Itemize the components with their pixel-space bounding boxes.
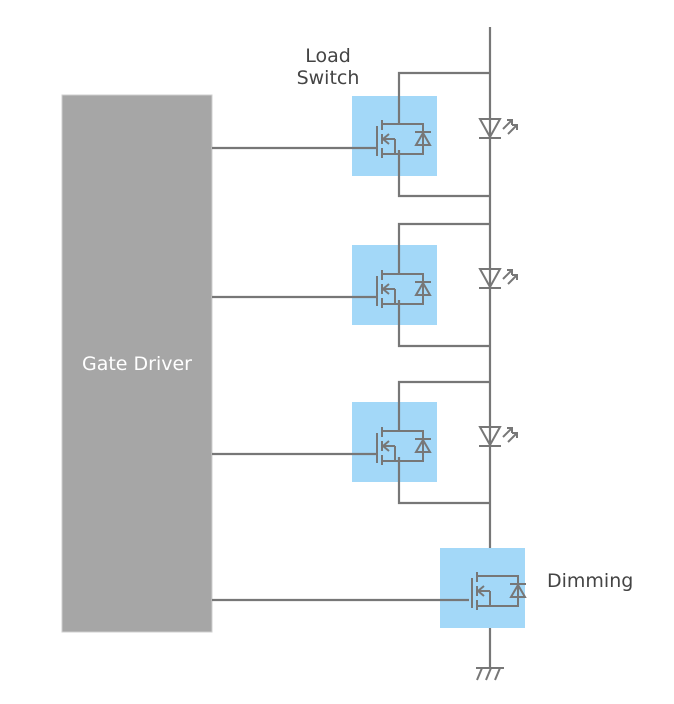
load-switch-label-line1: Load bbox=[305, 45, 351, 67]
channel-1 bbox=[212, 71, 518, 198]
bypass-wire-return bbox=[397, 150, 490, 198]
led-icon bbox=[478, 426, 518, 447]
dimming-switch: Dimming bbox=[212, 548, 633, 628]
channel-2 bbox=[212, 222, 518, 348]
led-icon bbox=[478, 268, 518, 289]
bypass-wire-return bbox=[397, 300, 490, 348]
ground-icon bbox=[476, 667, 504, 681]
gate-driver-block bbox=[61, 94, 213, 633]
bypass-wire bbox=[397, 222, 490, 274]
dimming-label: Dimming bbox=[547, 570, 633, 592]
bypass-wire-return bbox=[397, 457, 490, 505]
gate-driver-label: Gate Driver bbox=[82, 353, 192, 375]
channel-3 bbox=[212, 380, 518, 505]
led-icon bbox=[478, 118, 518, 139]
bypass-wire bbox=[397, 71, 490, 124]
bypass-wire bbox=[397, 380, 490, 431]
load-switch-label-line2: Switch bbox=[297, 67, 360, 89]
